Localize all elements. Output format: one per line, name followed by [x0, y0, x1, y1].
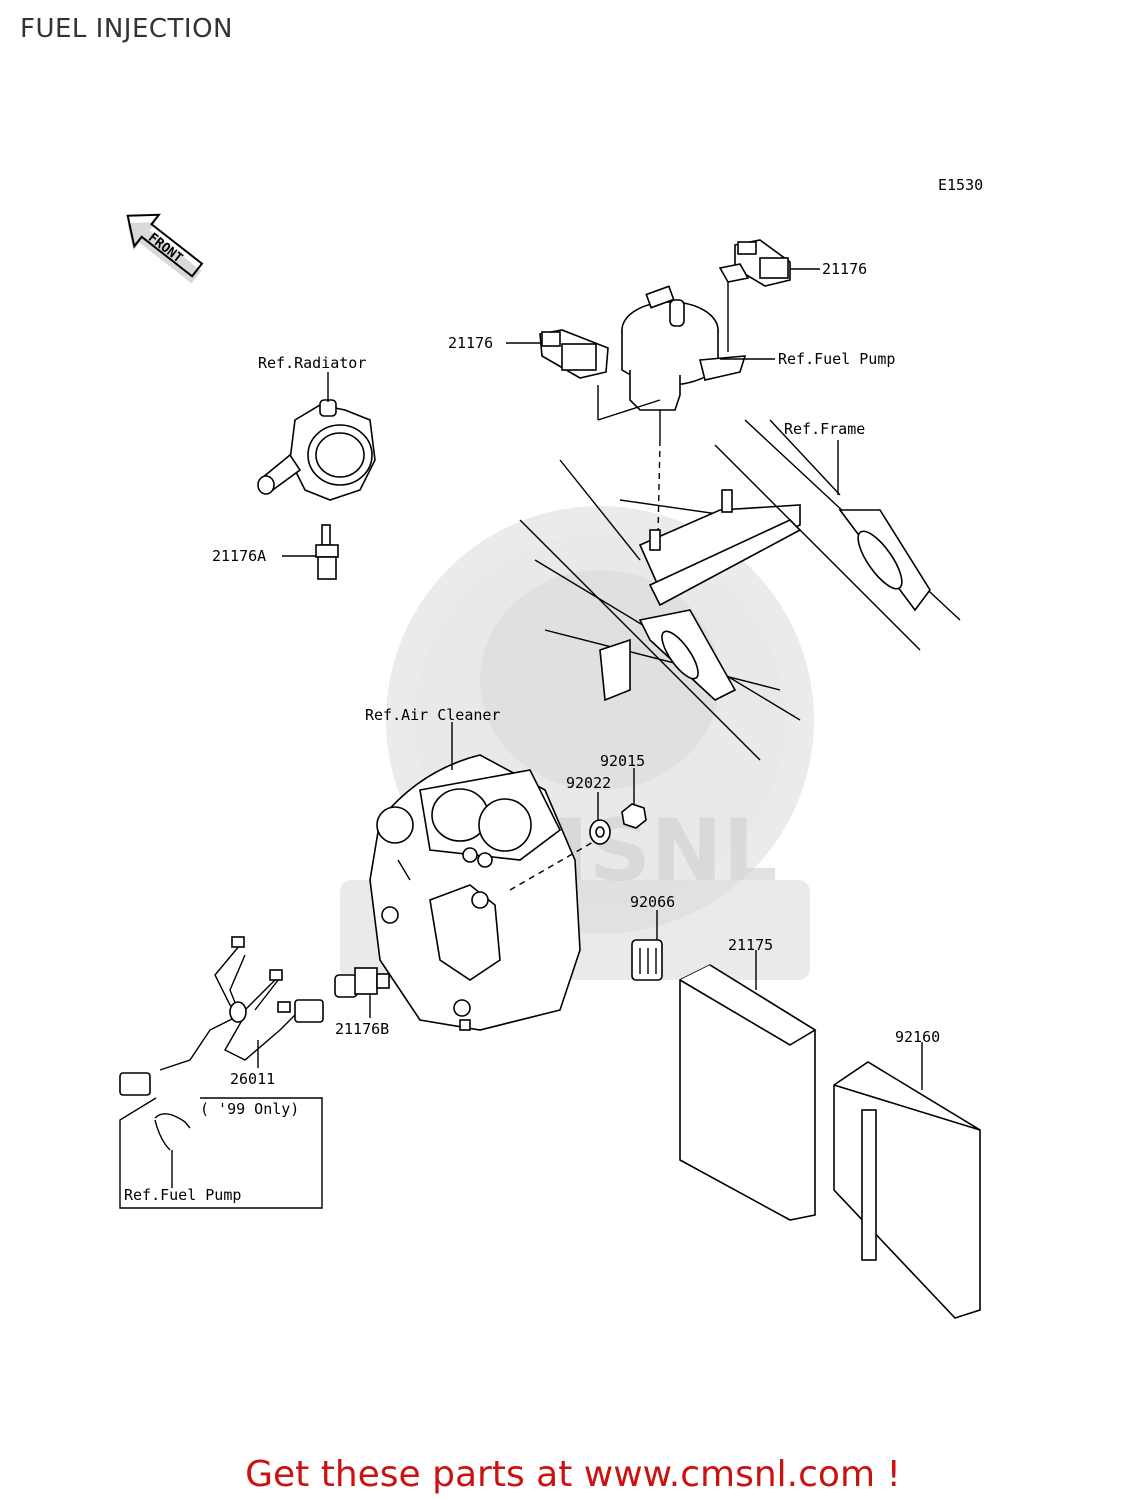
sensor-21176a — [282, 524, 339, 580]
label-92160: 92160 — [895, 1028, 940, 1046]
radiator-housing — [257, 372, 376, 501]
fuel-pump-unit — [597, 285, 775, 536]
parts-diagram: CMSNL E1530 FRONT 21176 Ref.Fuel Pump — [119, 176, 983, 1319]
frame — [519, 419, 961, 761]
ecu-21175 — [679, 950, 817, 1221]
label-21176b: 21176B — [335, 1020, 389, 1038]
page-title: FUEL INJECTION — [20, 14, 233, 44]
99-only-box — [119, 1097, 323, 1209]
harness-26011 — [119, 936, 324, 1096]
label-26011: 26011 — [230, 1070, 275, 1088]
cover-92160 — [833, 1042, 981, 1319]
label-ref-radiator: Ref.Radiator — [258, 354, 366, 372]
label-ref-air-cleaner: Ref.Air Cleaner — [365, 706, 500, 724]
sensor-21176-left — [506, 329, 609, 379]
label-ref-frame: Ref.Frame — [784, 420, 865, 438]
front-arrow-icon: FRONT — [126, 213, 204, 284]
label-ref-fuel-pump: Ref.Fuel Pump — [778, 350, 895, 368]
washer-92022 — [589, 792, 611, 845]
label-92066: 92066 — [630, 893, 675, 911]
air-cleaner-plate — [369, 722, 601, 1031]
label-21176-top: 21176 — [822, 260, 867, 278]
connector-92066 — [631, 910, 663, 981]
label-21176a: 21176A — [212, 547, 266, 565]
label-92022: 92022 — [566, 774, 611, 792]
label-92015: 92015 — [600, 752, 645, 770]
diagram-code: E1530 — [938, 176, 983, 194]
label-ref-fuel-pump-box: Ref.Fuel Pump — [124, 1186, 241, 1204]
sensor-21176b — [334, 967, 390, 1018]
cta-link[interactable]: Get these parts at www.cmsnl.com ! — [245, 1454, 901, 1495]
label-21176-left: 21176 — [448, 334, 493, 352]
label-21175: 21175 — [728, 936, 773, 954]
nut-92015 — [621, 768, 647, 829]
sensor-21176-top — [718, 239, 820, 352]
label-99-only: ( '99 Only) — [200, 1100, 299, 1118]
